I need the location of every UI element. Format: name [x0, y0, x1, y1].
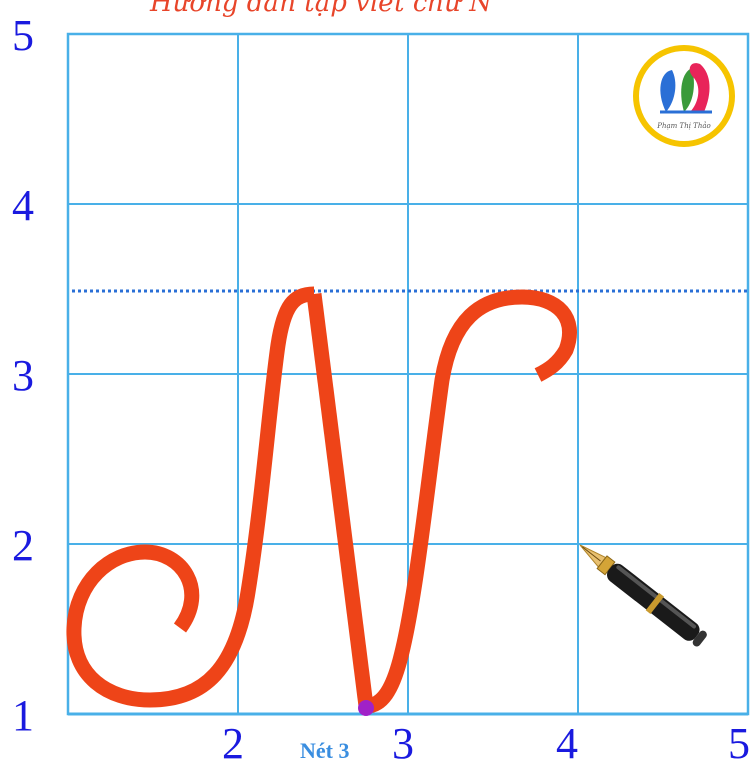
- grid: [66, 32, 750, 716]
- y-label-5: 5: [12, 11, 34, 60]
- x-label-3: 3: [392, 719, 414, 768]
- x-label-4: 4: [556, 719, 578, 768]
- stroke-2: [306, 293, 374, 707]
- fountain-pen-icon: [579, 544, 707, 647]
- letter-n-strokes: [66, 286, 577, 714]
- y-label-3: 3: [12, 351, 34, 400]
- logo-text: Phạm Thị Thảo: [656, 121, 710, 130]
- stroke-label: Nét 3: [300, 738, 350, 763]
- stroke-start-dot: [358, 700, 374, 716]
- page-title: Hướng dẫn tập viết chữ N: [150, 0, 492, 18]
- y-label-1: 1: [12, 691, 34, 740]
- x-label-5: 5: [728, 719, 750, 768]
- stroke-3: [365, 289, 577, 714]
- y-label-4: 4: [12, 181, 34, 230]
- y-label-2: 2: [12, 521, 34, 570]
- x-label-2: 2: [222, 719, 244, 768]
- stroke-1: [66, 286, 315, 708]
- swan-logo-icon: [633, 45, 735, 147]
